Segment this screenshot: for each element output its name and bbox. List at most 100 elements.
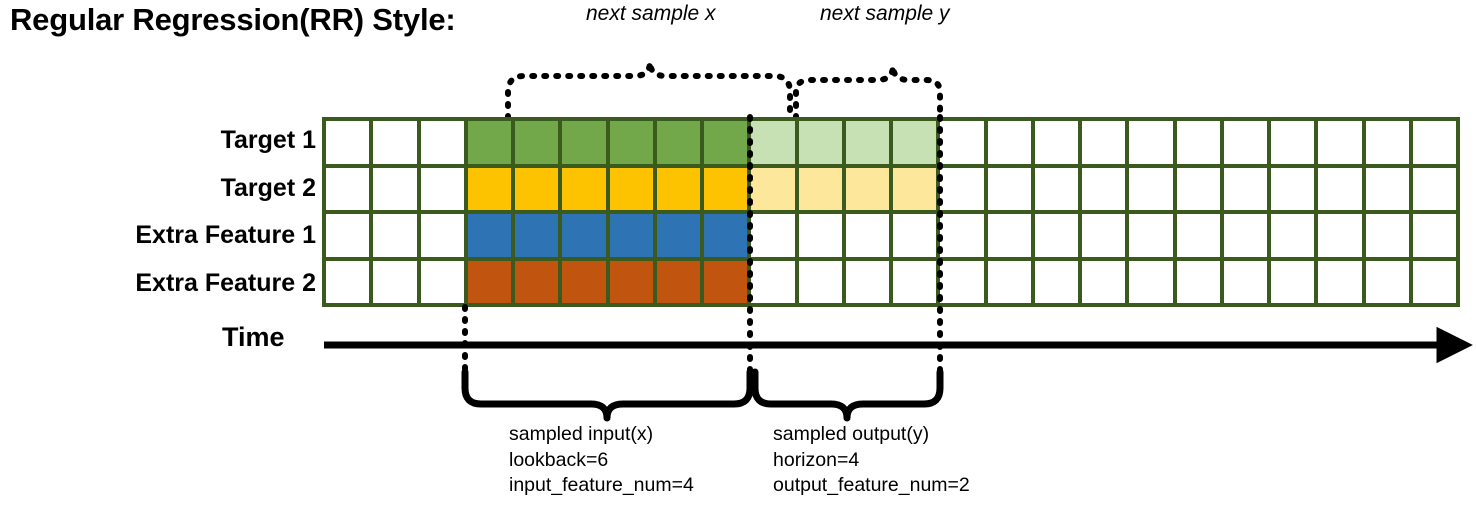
grid-cell-target-2-col-18 <box>1129 167 1173 210</box>
grid-cell-target-2-col-3 <box>420 167 464 210</box>
grid-cell-target-2-col-10 <box>751 167 795 210</box>
grid-cell-target-2-col-8 <box>656 167 700 210</box>
grid-cell-target-1-col-3 <box>420 121 464 164</box>
grid-cell-target-2-col-9 <box>704 167 748 210</box>
time-axis-label: Time <box>222 322 285 352</box>
grid-cell-target-2-col-11 <box>798 167 842 210</box>
grid-cell-extra-feature-1-col-3 <box>420 214 464 257</box>
grid-cell-target-1-col-1 <box>326 121 370 164</box>
grid-cell-extra-feature-2-col-10 <box>751 260 795 303</box>
grid-cell-target-2-col-1 <box>326 167 370 210</box>
grid-cell-target-2-col-22 <box>1318 167 1362 210</box>
brace-sampled-output <box>751 368 944 422</box>
grid-cell-target-1-col-11 <box>798 121 842 164</box>
annotation-label-next-sample-x: next sample x <box>586 2 716 25</box>
grid-cell-target-2-col-4 <box>467 167 511 210</box>
grid-cell-target-2-col-16 <box>1034 167 1078 210</box>
caption-output-line-1: sampled output(y) <box>773 423 930 445</box>
grid-cell-extra-feature-2-col-5 <box>515 260 559 303</box>
caption-output-line-2: horizon=4 <box>773 448 860 471</box>
grid-cell-extra-feature-1-col-11 <box>798 214 842 257</box>
grid-cell-target-1-col-18 <box>1129 121 1173 164</box>
grid-cell-target-2-col-5 <box>515 167 559 210</box>
grid-cell-extra-feature-1-col-14 <box>940 214 984 257</box>
grid-cell-extra-feature-1-col-18 <box>1129 214 1173 257</box>
grid-cell-extra-feature-2-col-17 <box>1082 260 1126 303</box>
grid-cell-target-1-col-13 <box>893 121 937 164</box>
grid-cell-target-2-col-24 <box>1412 167 1456 210</box>
grid-cell-extra-feature-2-col-13 <box>893 260 937 303</box>
grid-cell-target-2-col-21 <box>1271 167 1315 210</box>
grid-cell-target-1-col-23 <box>1365 121 1409 164</box>
grid-cell-target-1-col-15 <box>987 121 1031 164</box>
grid-cell-target-1-col-19 <box>1176 121 1220 164</box>
grid-cell-target-1-col-10 <box>751 121 795 164</box>
grid-cell-target-1-col-2 <box>373 121 417 164</box>
grid-cell-target-1-col-7 <box>609 121 653 164</box>
grid-cell-target-1-col-14 <box>940 121 984 164</box>
grid-cell-extra-feature-1-col-10 <box>751 214 795 257</box>
grid-cell-target-1-col-12 <box>845 121 889 164</box>
grid-cell-extra-feature-2-col-14 <box>940 260 984 303</box>
grid-cell-extra-feature-1-col-21 <box>1271 214 1315 257</box>
timeline-grid <box>322 117 1460 307</box>
grid-cell-target-1-col-21 <box>1271 121 1315 164</box>
grid-cell-extra-feature-2-col-6 <box>562 260 606 303</box>
grid-cell-extra-feature-1-col-19 <box>1176 214 1220 257</box>
grid-cell-extra-feature-1-col-7 <box>609 214 653 257</box>
grid-cell-target-2-col-20 <box>1223 167 1267 210</box>
grid-cell-extra-feature-2-col-7 <box>609 260 653 303</box>
grid-cell-extra-feature-2-col-15 <box>987 260 1031 303</box>
row-label-extra-feature-2: Extra Feature 2 <box>135 268 316 297</box>
grid-cell-target-2-col-19 <box>1176 167 1220 210</box>
grid-cell-extra-feature-2-col-19 <box>1176 260 1220 303</box>
grid-cell-target-2-col-14 <box>940 167 984 210</box>
grid-cell-extra-feature-2-col-18 <box>1129 260 1173 303</box>
caption-output-line-3: output_feature_num=2 <box>773 474 970 496</box>
grid-cell-target-1-col-16 <box>1034 121 1078 164</box>
grid-cell-target-2-col-17 <box>1082 167 1126 210</box>
grid-cell-extra-feature-2-col-2 <box>373 260 417 303</box>
grid-cell-extra-feature-1-col-9 <box>704 214 748 257</box>
dotted-brace-next-sample-y <box>793 65 943 121</box>
grid-cell-extra-feature-2-col-20 <box>1223 260 1267 303</box>
grid-cell-extra-feature-1-col-13 <box>893 214 937 257</box>
annotation-label-next-sample-y: next sample y <box>820 2 950 25</box>
grid-cell-target-1-col-22 <box>1318 121 1362 164</box>
grid-cell-target-1-col-20 <box>1223 121 1267 164</box>
grid-cell-extra-feature-1-col-22 <box>1318 214 1362 257</box>
grid-cell-extra-feature-1-col-5 <box>515 214 559 257</box>
grid-cell-extra-feature-1-col-12 <box>845 214 889 257</box>
row-label-extra-feature-1: Extra Feature 1 <box>135 221 316 249</box>
grid-cell-extra-feature-1-col-23 <box>1365 214 1409 257</box>
grid-cell-extra-feature-2-col-1 <box>326 260 370 303</box>
grid-cell-extra-feature-1-col-2 <box>373 214 417 257</box>
grid-cell-extra-feature-2-col-3 <box>420 260 464 303</box>
grid-cell-target-2-col-2 <box>373 167 417 210</box>
grid-cell-extra-feature-1-col-20 <box>1223 214 1267 257</box>
grid-cell-extra-feature-1-col-16 <box>1034 214 1078 257</box>
brace-sampled-input <box>461 368 754 422</box>
grid-cell-extra-feature-1-col-8 <box>656 214 700 257</box>
caption-sampled-input: sampled input(x) lookback=6 input_featur… <box>509 422 694 499</box>
grid-cell-target-1-col-17 <box>1082 121 1126 164</box>
grid-cell-extra-feature-2-col-23 <box>1365 260 1409 303</box>
grid-cell-extra-feature-2-col-12 <box>845 260 889 303</box>
grid-cell-extra-feature-1-col-24 <box>1412 214 1456 257</box>
row-label-target-2: Target 2 <box>220 173 316 202</box>
grid-cell-extra-feature-1-col-1 <box>326 214 370 257</box>
grid-cell-extra-feature-2-col-22 <box>1318 260 1362 303</box>
grid-cell-target-2-col-12 <box>845 167 889 210</box>
grid-cell-target-2-col-15 <box>987 167 1031 210</box>
dotted-brace-next-sample-x <box>505 61 793 121</box>
grid-cell-target-1-col-5 <box>515 121 559 164</box>
grid-cell-extra-feature-1-col-17 <box>1082 214 1126 257</box>
grid-cell-extra-feature-1-col-15 <box>987 214 1031 257</box>
grid-cell-extra-feature-1-col-6 <box>562 214 606 257</box>
grid-cell-target-2-col-23 <box>1365 167 1409 210</box>
grid-cell-target-2-col-7 <box>609 167 653 210</box>
grid-cell-extra-feature-2-col-9 <box>704 260 748 303</box>
caption-input-line-1: sampled input(x) <box>509 423 654 445</box>
grid-cell-target-1-col-24 <box>1412 121 1456 164</box>
page-title: Regular Regression(RR) Style: <box>10 2 456 37</box>
